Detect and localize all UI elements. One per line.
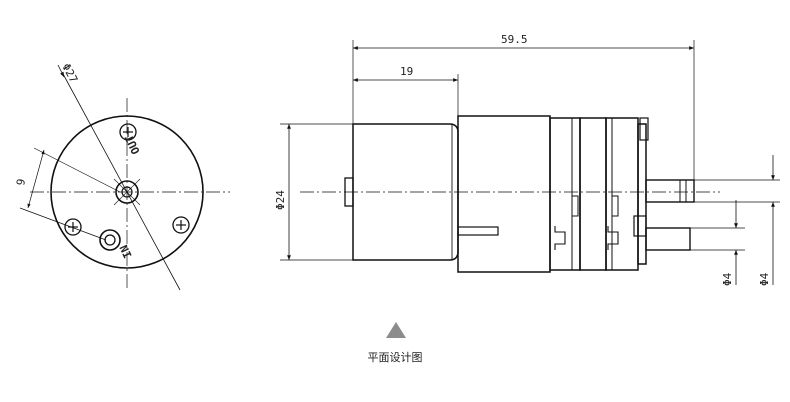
pump-head-c [605,117,639,271]
outlet-diameter-label: Φ4 [758,272,771,286]
housing-tab [457,226,499,236]
pump-housing [457,115,551,273]
inlet-port-inner [104,234,116,246]
outlet-label: OUT [122,132,142,156]
mount-diameter-label: Φ27 [59,61,80,85]
overall-length-label: 59.5 [501,33,528,46]
side-view [280,40,780,285]
outlet-nozzle [645,179,695,203]
motor-shaft-stub [344,177,354,207]
end-cap-outline [50,115,204,269]
front-view [19,64,230,291]
body-diameter-label: Φ24 [274,190,287,210]
triangle-marker-icon [386,322,406,338]
shaft-outer [115,180,139,204]
screw-top [119,123,137,141]
inlet-port-outer [99,229,121,251]
motor-length-label: 19 [400,65,413,78]
inlet-nozzle [645,227,691,251]
pump-head-b [579,117,607,271]
end-plate [637,123,647,265]
shaft-inner [121,186,133,198]
screw-left [64,218,82,236]
figure-caption: 平面设计图 [367,351,423,364]
inlet-diameter-label: Φ4 [721,272,734,286]
side-spacing-label: 9 [14,178,28,187]
screw-right [172,216,190,234]
inlet-label: IN [117,243,134,261]
